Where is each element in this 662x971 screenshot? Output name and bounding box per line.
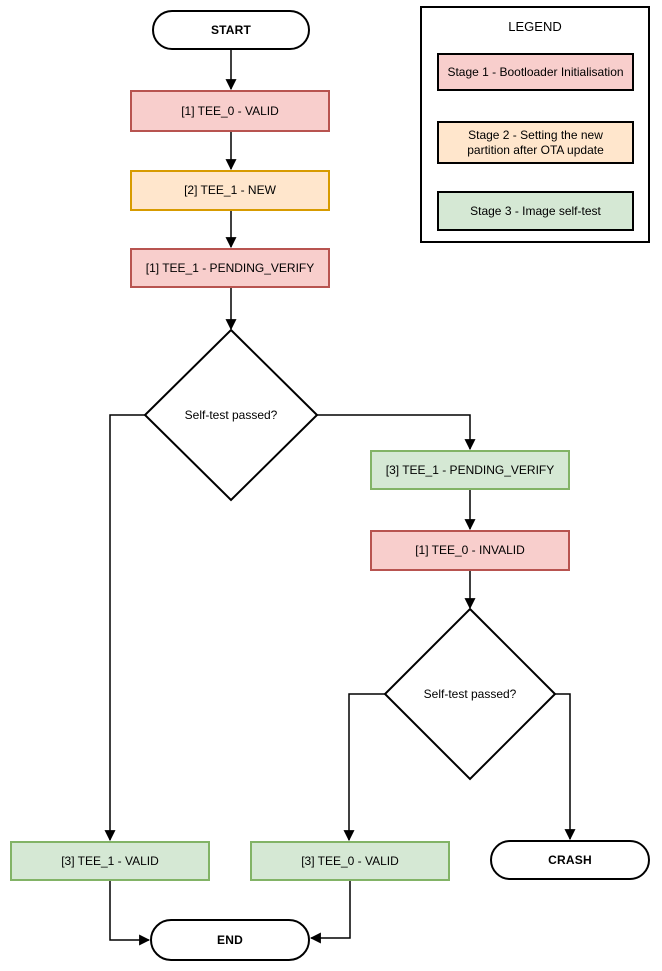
legend-item-stage1: Stage 1 - Bootloader Initialisation xyxy=(437,53,634,91)
node-tee0-valid: [1] TEE_0 - VALID xyxy=(130,90,330,132)
node-tee1-valid-3: [3] TEE_1 - VALID xyxy=(10,841,210,881)
node-tee1-pending-verify-3: [3] TEE_1 - PENDING_VERIFY xyxy=(370,450,570,490)
node-tee0-invalid: [1] TEE_0 - INVALID xyxy=(370,530,570,571)
legend-item-stage2: Stage 2 - Setting the new partition afte… xyxy=(437,121,634,164)
legend-item-stage3: Stage 3 - Image self-test xyxy=(437,191,634,231)
edge-decision2-to-tee0valid3 xyxy=(343,693,385,842)
legend: LEGEND Stage 1 - Bootloader Initialisati… xyxy=(420,6,650,243)
legend-title: LEGEND xyxy=(508,18,562,34)
edge-decision2-to-crash xyxy=(555,693,576,841)
start-node: START xyxy=(152,10,310,50)
crash-node: CRASH xyxy=(490,840,650,880)
edge-tee0valid3-to-end xyxy=(309,881,351,944)
edge-decision1-to-pendingverify3 xyxy=(317,414,476,451)
edge-decision1-to-tee1valid xyxy=(104,414,145,842)
end-node: END xyxy=(150,919,310,961)
node-tee0-valid-3: [3] TEE_0 - VALID xyxy=(250,841,450,881)
edge-tee1valid-to-end xyxy=(109,881,151,946)
node-tee1-new: [2] TEE_1 - NEW xyxy=(130,170,330,211)
decision-2-label: Self-test passed? xyxy=(423,687,517,701)
node-tee1-pending-verify: [1] TEE_1 - PENDING_VERIFY xyxy=(130,248,330,288)
decision-1-shape xyxy=(143,328,319,502)
decision-1-label: Self-test passed? xyxy=(184,408,278,422)
decision-2-shape xyxy=(383,607,557,781)
